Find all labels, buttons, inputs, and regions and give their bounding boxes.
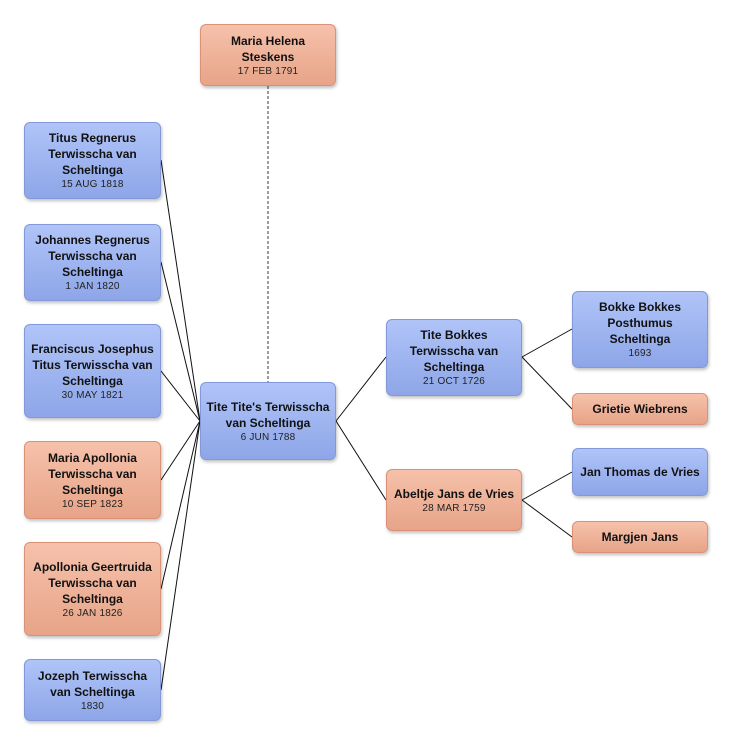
person-date: 17 FEB 1791 [237,65,299,77]
person-name: Johannes Regnerus Terwisscha van Schelti… [35,233,150,279]
person-date: 1 JAN 1820 [65,281,120,292]
person-name: Margjen Jans [601,530,679,544]
grandparent-line-grietie [521,356,573,410]
person-card-franciscus-josephus-titus[interactable]: Franciscus Josephus Titus Terwisscha van… [24,324,161,418]
person-date: 6 JUN 1788 [240,431,296,443]
person-card-tite-tites[interactable]: Tite Tite's Terwisscha van Scheltinga 6 … [200,382,336,460]
person-card-titus-regnerus[interactable]: Titus Regnerus Terwisscha van Scheltinga… [24,122,161,199]
person-date: 15 AUG 1818 [61,179,124,190]
person-date: 1830 [80,700,105,712]
person-card-apollonia-geertruida[interactable]: Apollonia Geertruida Terwisscha van Sche… [24,542,161,636]
grandparent-line-bokke [521,328,573,358]
person-card-tite-bokkes[interactable]: Tite Bokkes Terwisscha van Scheltinga 21… [386,319,522,396]
child-line-maria-apollonia [160,420,201,481]
person-name: Grietie Wiebrens [592,402,688,416]
person-card-maria-apollonia[interactable]: Maria Apollonia Terwisscha van Schelting… [24,441,161,519]
person-name: Abeltje Jans de Vries [393,486,515,501]
person-card-grietie-wiebrens[interactable]: Grietie Wiebrens [572,393,708,425]
person-name: Tite Tite's Terwisscha van Scheltinga [206,399,330,430]
person-date: 26 JAN 1826 [62,607,123,619]
grandparent-line-jan-thomas [521,471,573,501]
person-date: 28 MAR 1759 [422,502,486,514]
person-date: 21 OCT 1726 [422,376,486,387]
parent-line-mother [335,420,387,501]
person-date: 30 MAY 1821 [61,389,124,401]
person-card-abeltje-jans[interactable]: Abeltje Jans de Vries 28 MAR 1759 [386,469,522,531]
child-line-apollonia [160,420,201,590]
person-card-margjen-jans[interactable]: Margjen Jans [572,521,708,553]
person-card-maria-helena-steskens[interactable]: Maria Helena Steskens 17 FEB 1791 [200,24,336,86]
person-card-jan-thomas[interactable]: Jan Thomas de Vries [572,448,708,496]
person-card-jozeph[interactable]: Jozeph Terwisscha van Scheltinga 1830 [24,659,161,721]
child-line-franciscus [160,370,201,422]
person-name: Jan Thomas de Vries [580,465,700,479]
person-name: Jozeph Terwisscha van Scheltinga [37,668,148,699]
person-name: Bokke Bokkes Posthumus Scheltinga [598,300,682,346]
person-name: Tite Bokkes Terwisscha van Scheltinga [409,328,499,374]
person-card-bokke-bokkes[interactable]: Bokke Bokkes Posthumus Scheltinga 1693 [572,291,708,368]
person-name: Maria Apollonia Terwisscha van Schelting… [48,450,137,497]
person-date: 1693 [628,348,652,359]
child-line-jozeph [160,420,201,691]
person-name: Franciscus Josephus Titus Terwisscha van… [31,341,154,388]
child-line-titus [160,159,201,422]
grandparent-line-margjen [521,499,573,538]
person-name: Maria Helena Steskens [230,33,306,64]
child-line-johannes [160,261,201,422]
person-date: 10 SEP 1823 [62,498,123,510]
person-card-johannes-regnerus[interactable]: Johannes Regnerus Terwisscha van Schelti… [24,224,161,301]
person-name: Titus Regnerus Terwisscha van Scheltinga [48,131,137,177]
parent-line-father [335,356,387,422]
person-name: Apollonia Geertruida Terwisscha van Sche… [33,559,152,606]
